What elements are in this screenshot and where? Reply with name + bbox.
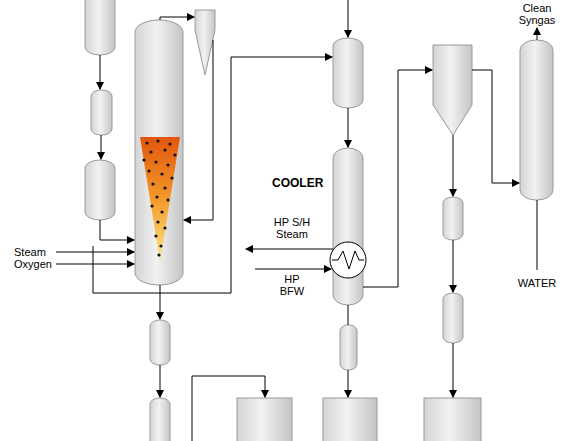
bed-particle xyxy=(154,160,157,163)
heat-exchanger xyxy=(330,242,366,278)
bed-particle xyxy=(160,172,163,175)
bed-particle xyxy=(166,198,169,201)
bed-particle xyxy=(159,244,162,247)
cooler-vessel xyxy=(333,148,363,305)
stream-label: WATER xyxy=(518,277,557,289)
gasifier-vessel xyxy=(135,20,183,285)
bed-particle xyxy=(151,182,154,185)
stream-label: Clean Syngas xyxy=(512,2,562,26)
bed-particle xyxy=(166,163,169,166)
fines-lock-hopper xyxy=(443,293,463,343)
bed-particle xyxy=(150,204,153,207)
bed-particle xyxy=(173,153,176,156)
bed-particle xyxy=(163,148,166,151)
fluidized-bed xyxy=(140,137,180,262)
stream-label: Oxygen xyxy=(14,258,52,270)
bed-particle xyxy=(154,234,157,237)
bed-particle xyxy=(163,226,166,229)
storage-bin xyxy=(237,398,292,441)
stream-label: Steam xyxy=(14,246,46,258)
ash-lock-hopper xyxy=(150,320,170,365)
storage-bin xyxy=(424,398,481,441)
bed-particle xyxy=(168,142,171,145)
storage-bin xyxy=(323,398,377,441)
bed-particle xyxy=(149,150,152,153)
bed-particle xyxy=(142,158,145,161)
stream-label: HP S/H Steam xyxy=(267,216,317,240)
bed-particle xyxy=(145,141,148,144)
bed-particle xyxy=(155,195,158,198)
scrubber-column xyxy=(520,40,553,200)
cyclone xyxy=(195,10,215,75)
lock-hopper xyxy=(91,90,112,135)
fines-hopper xyxy=(443,197,463,240)
bed-particles xyxy=(142,139,176,256)
process-lines xyxy=(56,0,537,441)
ash-vessel xyxy=(150,398,170,441)
bed-particle xyxy=(160,210,163,213)
bed-particle xyxy=(170,176,173,179)
quench-vessel xyxy=(333,38,363,108)
stream-label: HP BFW xyxy=(276,273,308,297)
filter-separator xyxy=(433,45,472,135)
bed-particle xyxy=(157,253,160,256)
bed-particle xyxy=(163,186,166,189)
feed-vessel xyxy=(85,160,115,220)
exchanger-coil xyxy=(332,251,364,269)
bed-particle xyxy=(147,169,150,172)
bed-particle xyxy=(156,220,159,223)
bed-particle xyxy=(156,139,159,142)
cooler-lock-hopper xyxy=(340,325,357,370)
feed-hopper xyxy=(85,0,115,55)
unit-label: COOLER xyxy=(272,177,323,189)
